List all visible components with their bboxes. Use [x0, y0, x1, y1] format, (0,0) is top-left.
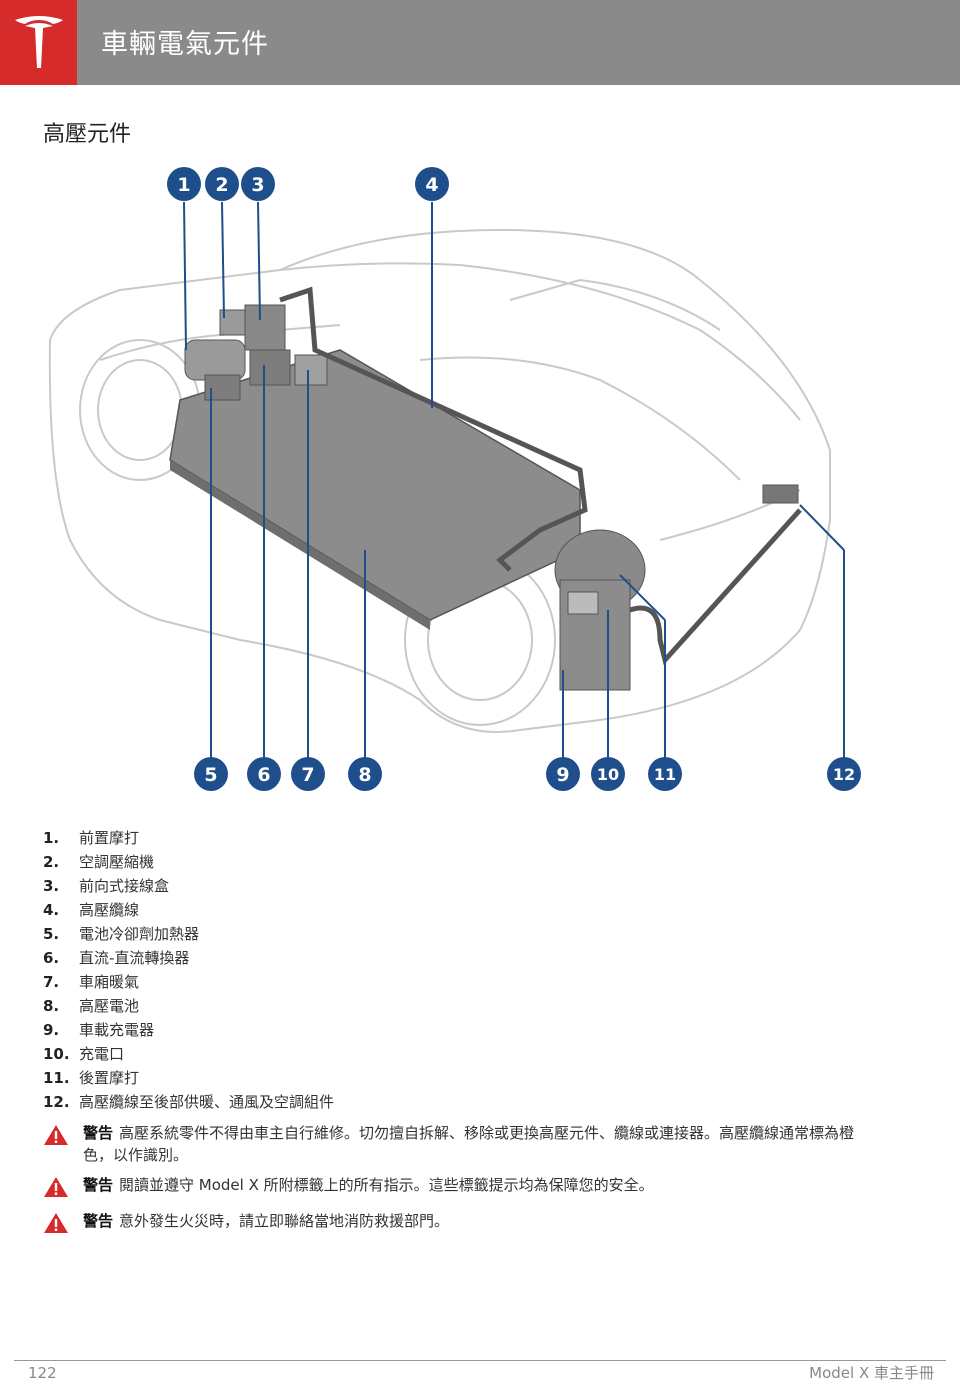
- callout-marker: [194, 757, 228, 791]
- callout-marker: [415, 167, 449, 201]
- callout-marker: [348, 757, 382, 791]
- list-item-text: 高壓電池: [79, 997, 140, 1015]
- list-item: 9. 車載充電器: [43, 1018, 334, 1042]
- list-item-number: 1.: [43, 829, 60, 847]
- page-number: 122: [28, 1364, 57, 1382]
- list-item-text: 前置摩打: [79, 829, 140, 847]
- callout-label: 8: [358, 764, 371, 786]
- callout-marker: [241, 167, 275, 201]
- callout-label: 6: [257, 764, 270, 786]
- component-legend: 1. 前置摩打 2. 空調壓縮機 3. 前向式接線盒 4. 高壓纜線 5. 電池冷卻劑加熱…: [43, 826, 334, 1114]
- list-item-number: 10.: [43, 1045, 70, 1063]
- front-components: [184, 304, 328, 401]
- callout-label: 3: [251, 174, 264, 196]
- callout-label: 7: [301, 764, 314, 786]
- list-item: 6. 直流-直流轉換器: [43, 946, 334, 970]
- callout-label: 10: [597, 765, 619, 784]
- list-item: 12. 高壓纜線至後部供暖、通風及空調組件: [43, 1090, 334, 1114]
- callout-marker: [546, 757, 580, 791]
- list-item-text: 車載充電器: [79, 1021, 155, 1039]
- list-item-text: 空調壓縮機: [79, 853, 155, 871]
- document-title: Model X 車主手冊: [809, 1364, 934, 1382]
- callout-label: 2: [215, 174, 228, 196]
- callouts-top: 1 2 3 4: [167, 167, 449, 201]
- list-item: 8. 高壓電池: [43, 994, 334, 1018]
- warning-icon: [44, 1213, 68, 1233]
- list-item: 7. 車廂暖氣: [43, 970, 334, 994]
- warning-block: 警告閱讀並遵守 Model X 所附標籤上的所有指示。這些標籤提示均為保障您的安…: [43, 1174, 883, 1198]
- rear-components: [554, 484, 802, 691]
- leader-lines: [183, 201, 845, 774]
- list-item-text: 高壓纜線: [79, 901, 140, 919]
- list-item: 1. 前置摩打: [43, 826, 334, 850]
- warning-text: 高壓系統零件不得由車主自行維修。切勿擅自拆解、移除或更換高壓元件、纜線或連接器。…: [83, 1124, 855, 1164]
- list-item-number: 4.: [43, 901, 60, 919]
- section-title: 高壓元件: [43, 122, 132, 147]
- warning-label: 警告: [83, 1124, 114, 1142]
- callout-label: 9: [556, 764, 569, 786]
- list-item-text: 後置摩打: [79, 1069, 140, 1087]
- callout-marker: [167, 167, 201, 201]
- callout-label: 12: [833, 765, 855, 784]
- warning-block: 警告意外發生火災時，請立即聯絡當地消防救援部門。: [43, 1210, 883, 1234]
- warning-label: 警告: [83, 1212, 114, 1230]
- high-voltage-diagram: 1 2 3 4 5 6 7 8 9 10 11 12: [48, 167, 861, 791]
- callout-label: 5: [204, 764, 217, 786]
- list-item-number: 7.: [43, 973, 60, 991]
- warning-label: 警告: [83, 1176, 114, 1194]
- list-item-text: 電池冷卻劑加熱器: [79, 925, 200, 943]
- callout-label: 4: [425, 174, 438, 196]
- warning-icon: [44, 1125, 68, 1145]
- brand-logo: [0, 0, 77, 85]
- callout-marker: [291, 757, 325, 791]
- list-item-text: 前向式接線盒: [79, 877, 170, 895]
- callout-label: 1: [177, 174, 190, 196]
- footer-divider: [14, 1360, 946, 1361]
- list-item-number: 5.: [43, 925, 60, 943]
- callout-marker: [591, 757, 625, 791]
- callout-label: 11: [654, 765, 676, 784]
- list-item-text: 充電口: [79, 1045, 125, 1063]
- list-item: 11. 後置摩打: [43, 1066, 334, 1090]
- list-item-number: 8.: [43, 997, 60, 1015]
- callout-marker: [205, 167, 239, 201]
- warning-text: 意外發生火災時，請立即聯絡當地消防救援部門。: [119, 1212, 450, 1230]
- callout-marker: [827, 757, 861, 791]
- list-item-number: 6.: [43, 949, 60, 967]
- list-item: 10. 充電口: [43, 1042, 334, 1066]
- page-header: 車輛電氣元件: [0, 0, 960, 85]
- hv-cable: [279, 286, 588, 572]
- callouts-bottom: 5 6 7 8 9 10 11 12: [194, 757, 861, 791]
- list-item-number: 2.: [43, 853, 60, 871]
- page-title: 車輛電氣元件: [101, 29, 269, 60]
- list-item-number: 9.: [43, 1021, 60, 1039]
- warning-icon: [44, 1177, 68, 1197]
- list-item: 5. 電池冷卻劑加熱器: [43, 922, 334, 946]
- warning-block: 警告高壓系統零件不得由車主自行維修。切勿擅自拆解、移除或更換高壓元件、纜線或連接…: [43, 1122, 883, 1168]
- list-item-number: 3.: [43, 877, 60, 895]
- list-item-number: 11.: [43, 1069, 70, 1087]
- list-item-text: 車廂暖氣: [79, 973, 140, 991]
- callout-marker: [247, 757, 281, 791]
- list-item-text: 直流-直流轉換器: [79, 949, 190, 967]
- callout-marker: [648, 757, 682, 791]
- warning-text: 閱讀並遵守 Model X 所附標籤上的所有指示。這些標籤提示均為保障您的安全。: [119, 1176, 654, 1194]
- list-item: 2. 空調壓縮機: [43, 850, 334, 874]
- list-item-text: 高壓纜線至後部供暖、通風及空調組件: [79, 1093, 335, 1111]
- list-item: 3. 前向式接線盒: [43, 874, 334, 898]
- list-item-number: 12.: [43, 1093, 70, 1111]
- list-item: 4. 高壓纜線: [43, 898, 334, 922]
- tesla-logo-icon: [15, 16, 63, 68]
